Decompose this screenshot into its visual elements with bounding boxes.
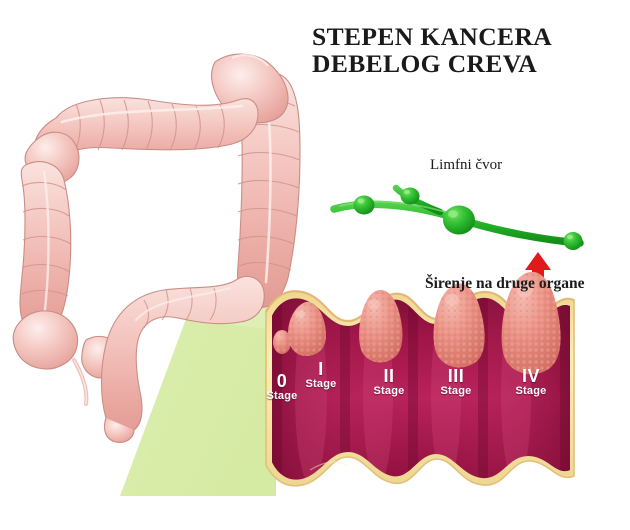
lymph-node-label: Limfni čvor [430,157,503,173]
lymph-node [443,205,475,235]
tumor-stage-3 [433,283,485,368]
spread-arrow [525,252,551,289]
lymph-node-chain [330,184,584,250]
tumor-stage-2 [359,290,403,363]
tumor-stage-4 [501,271,561,375]
colon-cross-section [264,271,575,487]
tumor-stage-1 [288,301,326,356]
tumor-stage-0 [273,330,291,354]
colon-illustration [12,53,301,443]
lymph-node [353,195,375,215]
lymph-node [563,232,583,250]
lymph-node [400,187,420,205]
spread-label: Širenje na druge organe [425,275,585,292]
